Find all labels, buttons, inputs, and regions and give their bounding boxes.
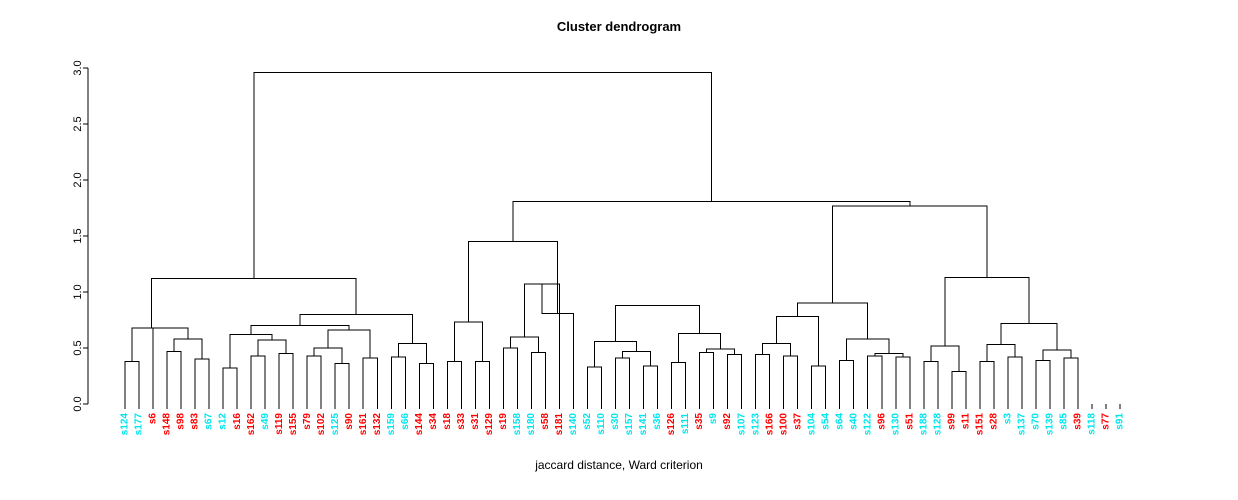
svg-text:s92: s92	[722, 413, 733, 430]
svg-text:s54: s54	[820, 413, 831, 430]
svg-text:0.5: 0.5	[72, 340, 84, 355]
svg-text:s180: s180	[526, 413, 537, 436]
svg-text:s144: s144	[414, 413, 425, 436]
svg-text:s77: s77	[1101, 413, 1112, 430]
svg-text:s158: s158	[512, 413, 523, 436]
svg-text:s102: s102	[316, 413, 327, 436]
svg-text:2.5: 2.5	[72, 116, 84, 131]
svg-text:s12: s12	[218, 413, 229, 430]
svg-text:s155: s155	[288, 413, 299, 436]
svg-text:s33: s33	[456, 413, 467, 430]
svg-text:s157: s157	[624, 413, 635, 436]
svg-text:s98: s98	[176, 413, 187, 430]
y-axis: 0.0 0.5 1.0 1.5 2.0 2.5 3.0	[72, 60, 89, 412]
svg-text:s166: s166	[764, 413, 775, 436]
svg-text:s99: s99	[946, 413, 957, 430]
svg-text:1.5: 1.5	[72, 228, 84, 243]
svg-text:s122: s122	[862, 413, 873, 436]
svg-text:s137: s137	[1017, 413, 1028, 436]
svg-text:3.0: 3.0	[72, 60, 84, 75]
svg-text:s159: s159	[386, 413, 397, 436]
svg-text:s177: s177	[134, 413, 145, 436]
svg-text:2.0: 2.0	[72, 172, 84, 187]
svg-text:s118: s118	[1087, 413, 1098, 435]
svg-text:s39: s39	[1073, 413, 1084, 430]
svg-text:1.0: 1.0	[72, 284, 84, 299]
svg-text:s67: s67	[204, 413, 215, 430]
svg-text:s188: s188	[918, 413, 929, 436]
svg-text:s126: s126	[666, 413, 677, 436]
svg-text:s140: s140	[568, 413, 579, 436]
svg-text:s125: s125	[330, 413, 341, 436]
svg-text:s141: s141	[638, 413, 649, 436]
svg-text:s58: s58	[540, 413, 551, 430]
x-axis-label: jaccard distance, Ward criterion	[535, 458, 703, 472]
svg-text:s123: s123	[750, 413, 761, 436]
svg-text:s91: s91	[1115, 413, 1126, 430]
svg-text:s181: s181	[554, 413, 565, 436]
svg-text:s6: s6	[148, 413, 159, 425]
svg-text:s148: s148	[162, 413, 173, 436]
svg-text:s52: s52	[582, 413, 593, 430]
svg-text:s3: s3	[1003, 413, 1014, 425]
svg-text:0.0: 0.0	[72, 396, 84, 411]
svg-text:s129: s129	[484, 413, 495, 436]
svg-text:s124: s124	[120, 413, 131, 436]
svg-text:s11: s11	[960, 413, 971, 430]
x-axis-ticks	[124, 404, 1121, 409]
svg-text:s51: s51	[904, 413, 915, 430]
svg-text:s30: s30	[610, 413, 621, 430]
svg-text:s132: s132	[372, 413, 383, 436]
svg-text:s85: s85	[1059, 413, 1070, 430]
svg-text:s151: s151	[974, 413, 985, 436]
svg-text:s18: s18	[442, 413, 453, 430]
svg-text:s90: s90	[344, 413, 355, 430]
svg-text:s139: s139	[1045, 413, 1056, 436]
svg-text:s35: s35	[694, 413, 705, 430]
svg-text:s66: s66	[400, 413, 411, 430]
svg-text:s37: s37	[792, 413, 803, 430]
svg-text:s31: s31	[470, 413, 481, 430]
svg-text:s162: s162	[246, 413, 257, 436]
svg-text:s107: s107	[736, 413, 747, 436]
svg-text:s19: s19	[498, 413, 509, 430]
svg-text:s111: s111	[680, 413, 691, 435]
svg-text:s83: s83	[190, 413, 201, 430]
svg-text:s34: s34	[428, 413, 439, 430]
svg-text:s128: s128	[932, 413, 943, 436]
dendrogram-branches	[124, 71, 1079, 404]
svg-text:s28: s28	[989, 413, 1000, 430]
svg-text:s49: s49	[260, 413, 271, 430]
svg-text:s130: s130	[890, 413, 901, 436]
svg-text:s40: s40	[848, 413, 859, 430]
svg-text:s9: s9	[708, 413, 719, 425]
svg-text:s161: s161	[358, 413, 369, 436]
svg-text:s100: s100	[778, 413, 789, 436]
svg-text:s110: s110	[596, 413, 607, 435]
svg-text:s104: s104	[806, 413, 817, 436]
svg-text:s79: s79	[302, 413, 313, 430]
page-title: Cluster dendrogram	[556, 19, 682, 34]
svg-text:s64: s64	[834, 413, 845, 430]
svg-text:s96: s96	[876, 413, 887, 430]
svg-text:s36: s36	[652, 413, 663, 430]
svg-text:s16: s16	[232, 413, 243, 430]
svg-text:s119: s119	[274, 413, 285, 435]
svg-text:s70: s70	[1031, 413, 1042, 430]
